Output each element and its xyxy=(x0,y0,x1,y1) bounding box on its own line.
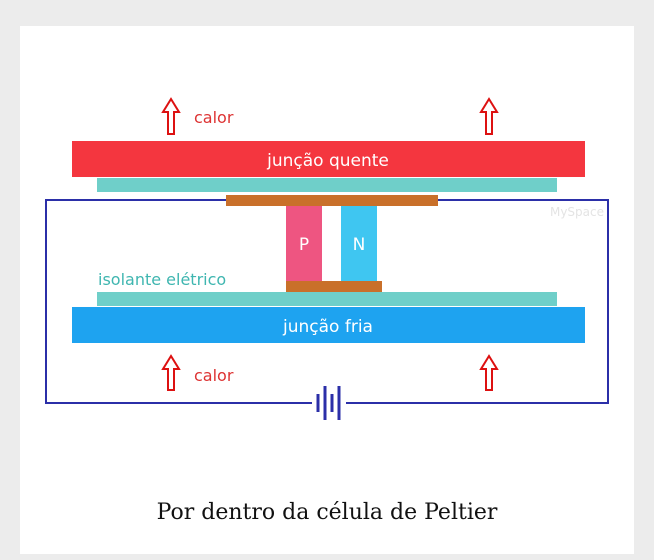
top-conductor-strip xyxy=(226,195,438,206)
heat-arrow-top-left-icon xyxy=(161,97,181,135)
heat-arrow-top-right-icon xyxy=(479,97,499,135)
top-insulator-layer xyxy=(97,178,557,192)
p-label: P xyxy=(299,235,309,255)
n-label: N xyxy=(353,235,366,255)
heat-top-label: calor xyxy=(194,108,234,127)
watermark-text: MySpace xyxy=(550,205,604,219)
figure-caption: Por dentro da célula de Peltier xyxy=(156,500,498,525)
bottom-conductor-strip xyxy=(286,281,382,292)
n-type-semiconductor xyxy=(341,206,377,281)
cold-junction-plate xyxy=(72,307,585,343)
circuit-wire-left xyxy=(45,199,312,404)
heat-arrow-bottom-right-icon xyxy=(479,354,499,391)
heat-arrow-bottom-left-icon xyxy=(161,354,181,391)
cold-junction-label: junção fria xyxy=(282,317,373,337)
hot-junction-plate xyxy=(72,141,585,177)
circuit-wire-right xyxy=(346,199,609,404)
bottom-insulator-layer xyxy=(97,292,557,306)
heat-bottom-label: calor xyxy=(194,366,234,385)
hot-junction-label: junção quente xyxy=(266,151,389,171)
p-type-semiconductor xyxy=(286,206,322,281)
battery-icon xyxy=(316,386,341,420)
insulator-label: isolante elétrico xyxy=(98,270,226,289)
